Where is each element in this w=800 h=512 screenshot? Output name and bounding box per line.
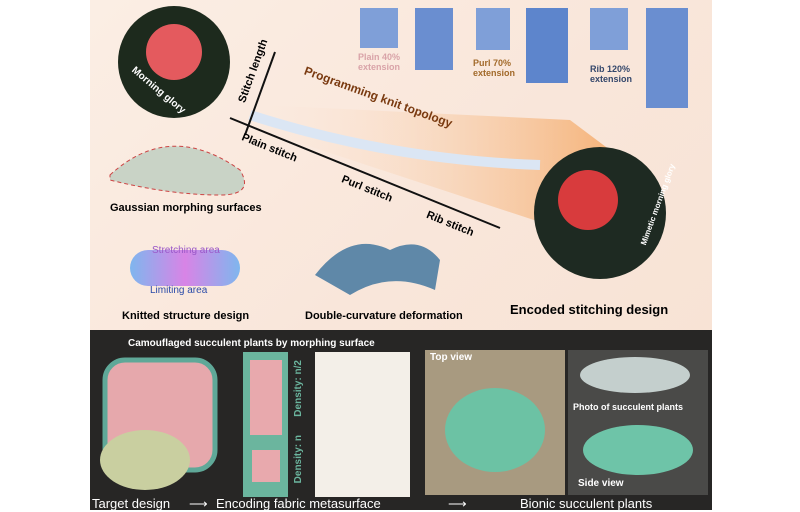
density-n2: Density: n/2 xyxy=(293,360,304,417)
rib-before xyxy=(590,8,628,50)
double-curvature-label: Double-curvature deformation xyxy=(305,310,463,322)
purl-before xyxy=(476,8,510,50)
plain-before xyxy=(360,8,398,48)
stitch-axis xyxy=(229,117,501,229)
fiber xyxy=(248,110,541,170)
gaussian-surface xyxy=(109,145,245,196)
knitted-label: Knitted structure design xyxy=(122,310,250,322)
encoded-label: Encoded stitching design xyxy=(510,302,669,317)
deformed-fabric xyxy=(315,243,440,295)
knitted-tube xyxy=(130,250,240,286)
plain-extension: Plain 40%extension xyxy=(358,52,401,72)
stretching-label: Stretching area xyxy=(152,245,220,256)
top-graphics xyxy=(109,6,688,295)
step-bionic: Bionic succulent plants xyxy=(520,496,653,511)
arrow-icon: ⟶ xyxy=(189,496,208,511)
succulent-photo xyxy=(100,430,190,490)
rib-after xyxy=(646,8,688,108)
arrow-icon: ⟶ xyxy=(448,496,467,511)
gaussian-label: Gaussian morphing surfaces xyxy=(110,202,262,214)
bottom-title: Camouflaged succulent plants by morphing… xyxy=(128,338,375,349)
purl-extension: Purl 70%extension xyxy=(473,58,516,78)
top-panel: Morning glory Stitch length Programming … xyxy=(90,0,712,330)
top-view-label: Top view xyxy=(430,352,473,363)
encoding-map xyxy=(315,352,410,497)
step-encoding: Encoding fabric metasurface xyxy=(216,496,381,511)
length-axis xyxy=(244,51,276,136)
figure: Morning glory Stitch length Programming … xyxy=(90,0,712,511)
bottom-panel: Camouflaged succulent plants by morphing… xyxy=(90,330,712,511)
plain-after xyxy=(415,8,453,70)
bottom-graphics xyxy=(100,350,708,497)
side-view-label: Side view xyxy=(578,478,624,489)
purl-after xyxy=(526,8,568,83)
photo-label: Photo of succulent plants xyxy=(573,402,684,412)
step-target: Target design xyxy=(92,496,171,511)
density-n: Density: n xyxy=(293,435,304,484)
rib-extension: Rib 120%extension xyxy=(590,64,633,84)
limiting-label: Limiting area xyxy=(150,285,208,296)
